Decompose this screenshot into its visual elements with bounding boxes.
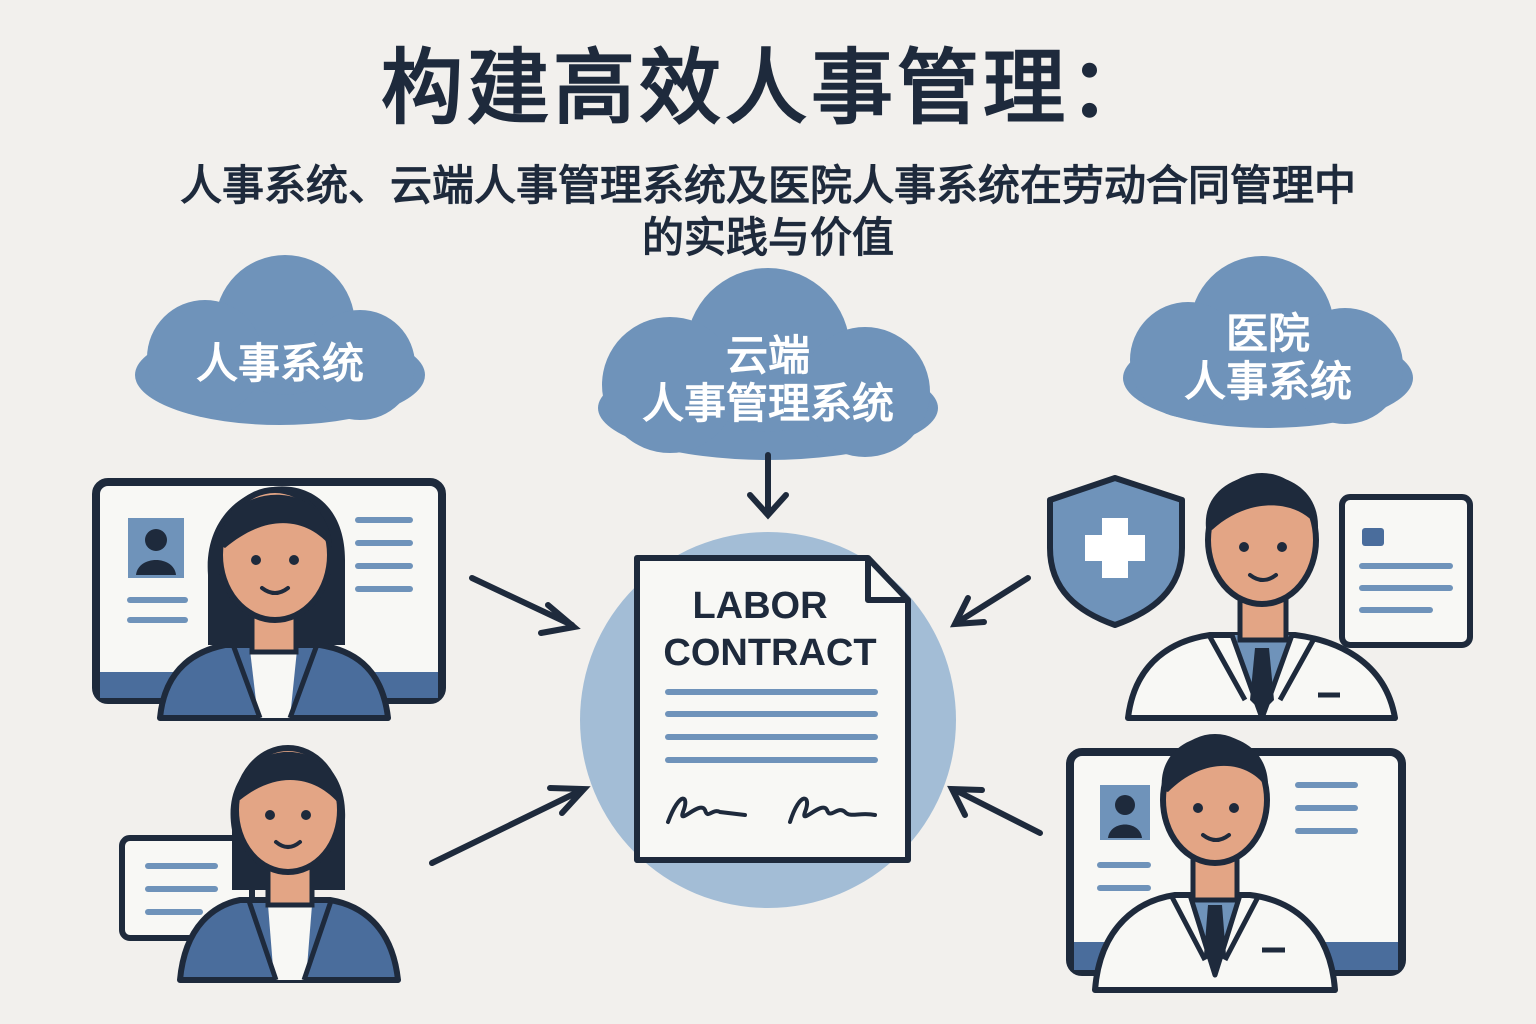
arrow-right-top-to-contract bbox=[949, 575, 1031, 628]
cloud-label-center-line-1: 云端 bbox=[725, 331, 810, 380]
person-hr-woman-top bbox=[157, 486, 391, 721]
arrow-left-top-to-contract bbox=[469, 575, 581, 636]
cloud-hospital-hr-system bbox=[1123, 256, 1413, 428]
arrow-right-bottom-to-contract bbox=[947, 785, 1043, 836]
person-hr-woman-bottom bbox=[177, 745, 401, 983]
arrow-cloud-to-contract bbox=[747, 452, 789, 520]
cloud-label-hr-system: 人事系统 bbox=[195, 339, 364, 388]
cloud-label-hospital-hr-system: 医院 人事系统 bbox=[1128, 310, 1408, 406]
signature-left bbox=[666, 796, 747, 824]
cloud-hr-system bbox=[135, 255, 425, 425]
subtitle-line-1: 人事系统、云端人事管理系统及医院人事系统在劳动合同管理中 bbox=[179, 161, 1356, 210]
signature-right bbox=[788, 796, 877, 824]
contract-title-line-1: LABOR bbox=[692, 585, 827, 627]
person-doctor-top bbox=[1125, 473, 1398, 721]
hr-document-right bbox=[1339, 494, 1473, 648]
flow-arrows bbox=[429, 452, 1043, 866]
subtitle-line-2: 的实践与价值 bbox=[641, 213, 894, 262]
cloud-label-center-line-2: 人事管理系统 bbox=[641, 379, 894, 428]
arrow-left-bottom-to-contract bbox=[429, 785, 591, 866]
person-doctor-bottom bbox=[1092, 734, 1338, 993]
cloud-cloud-hr-system bbox=[598, 268, 938, 460]
contract-title-line-2: CONTRACT bbox=[663, 632, 876, 674]
page-title: 构建高效人事管理： bbox=[380, 41, 1155, 136]
id-card-icon bbox=[128, 518, 184, 578]
shield-cross-icon bbox=[1047, 475, 1185, 628]
cloud-label-right-line-1: 医院 bbox=[1225, 309, 1310, 358]
id-card-icon bbox=[1100, 785, 1150, 840]
contract-text-lines bbox=[665, 689, 878, 763]
page-subtitle: 人事系统、云端人事管理系统及医院人事系统在劳动合同管理中 的实践与价值 bbox=[70, 160, 1466, 264]
labor-contract-document: LABOR CONTRACT bbox=[634, 555, 911, 863]
cloud-label-cloud-hr-system: 云端 人事管理系统 bbox=[608, 332, 928, 428]
cloud-label-right-line-2: 人事系统 bbox=[1183, 357, 1352, 406]
